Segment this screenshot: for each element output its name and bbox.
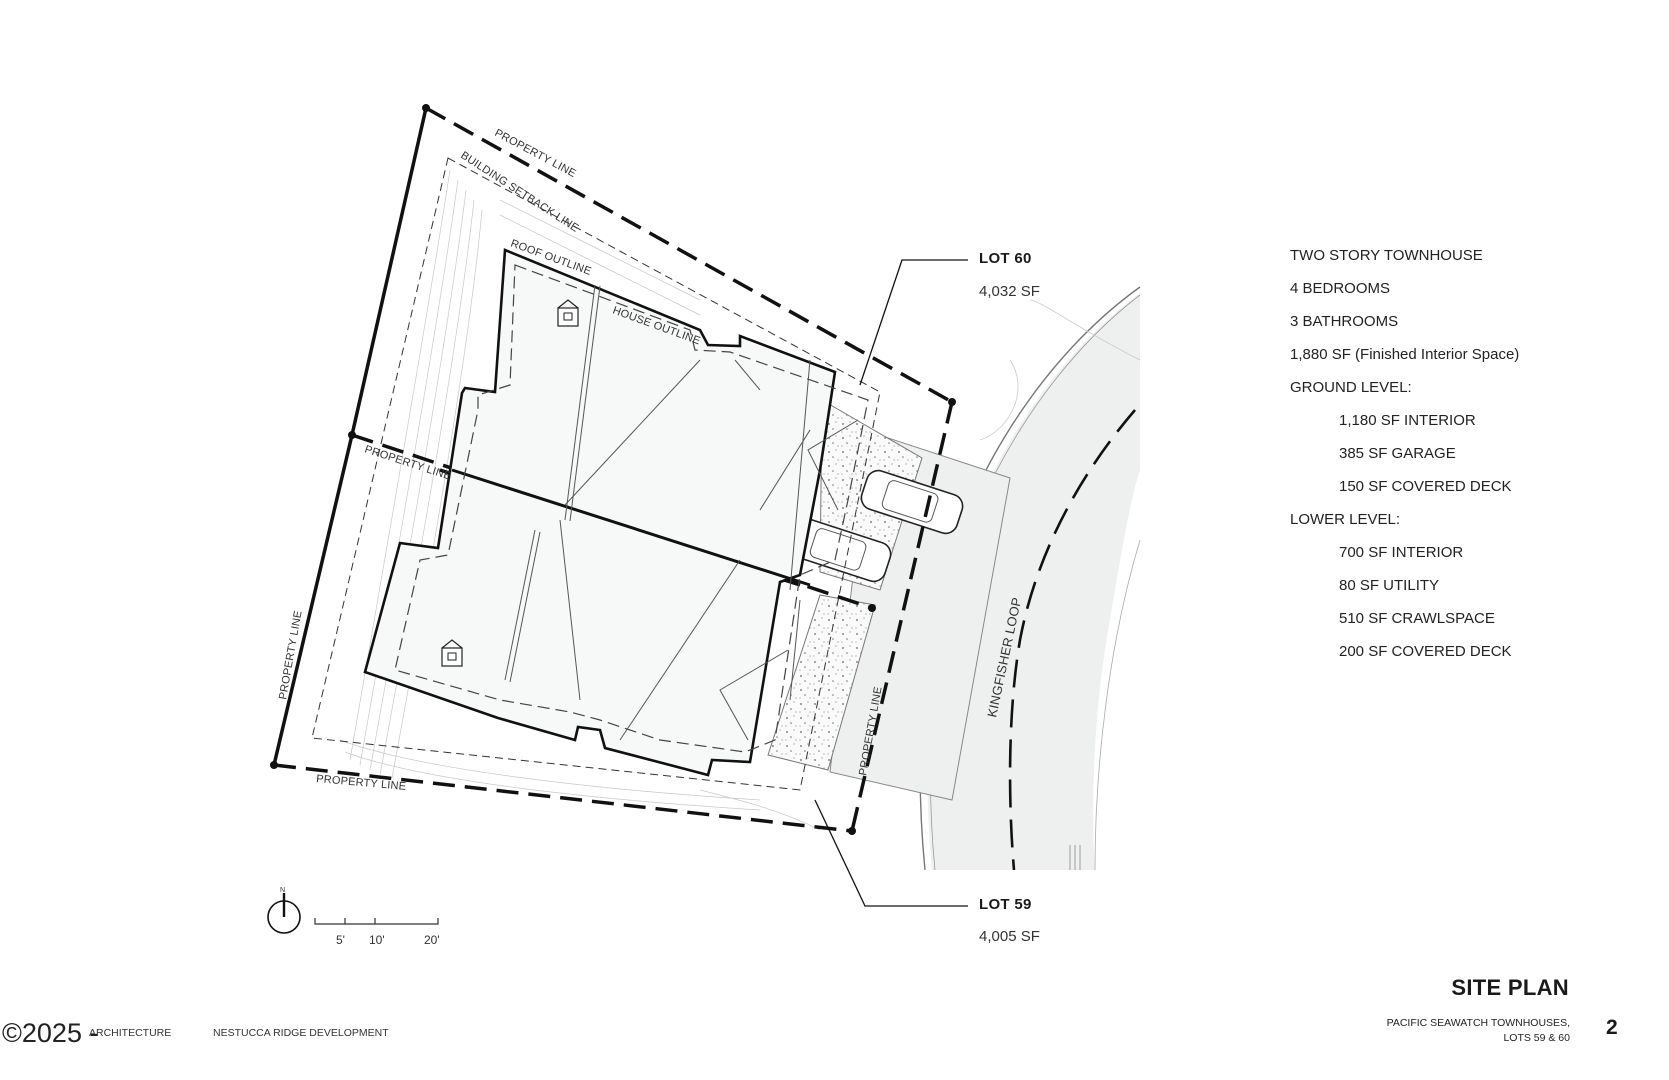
info-item: TWO STORY TOWNHOUSE	[1290, 247, 1483, 264]
street-centerline	[1008, 409, 1136, 871]
info-item: 510 SF CRAWLSPACE	[1339, 610, 1495, 627]
page-number: 2	[1606, 1016, 1618, 1039]
info-item: 3 BATHROOMS	[1290, 313, 1399, 330]
property-line-north	[425, 106, 953, 404]
roof-vent-south	[441, 639, 463, 667]
lot60-leader	[859, 259, 968, 386]
copyright-watermark: ©2025 -	[2, 1018, 99, 1048]
parked-car-1	[860, 469, 964, 535]
info-item: 700 SF INTERIOR	[1339, 544, 1464, 561]
house-outline	[363, 248, 837, 777]
sheet-subtitle: PACIFIC SEAWATCH TOWNHOUSES, LOTS 59 & 6…	[1387, 1016, 1570, 1046]
scale-label-20: 20'	[424, 933, 440, 947]
info-item: LOWER LEVEL:	[1290, 511, 1401, 528]
footer-developer: NESTUCCA RIDGE DEVELOPMENT	[213, 1027, 389, 1039]
street-edge-inner	[1094, 539, 1141, 871]
info-item: 80 SF UTILITY	[1339, 577, 1440, 594]
info-item: 150 SF COVERED DECK	[1339, 478, 1512, 495]
scale-label-5: 5'	[336, 933, 345, 947]
lot59-area: 4,005 SF	[979, 928, 1040, 945]
info-item: 200 SF COVERED DECK	[1339, 643, 1512, 660]
project-info-list: TWO STORY TOWNHOUSE 4 BEDROOMS 3 BATHROO…	[1290, 246, 1519, 675]
label-property-line-south: PROPERTY LINE	[316, 773, 407, 793]
roof-lines	[504, 284, 859, 741]
info-item: GROUND LEVEL:	[1290, 379, 1412, 396]
svg-text:N: N	[280, 887, 285, 894]
footer-architect: ARCHITECTURE	[89, 1027, 172, 1039]
roof-vent-north	[557, 299, 579, 327]
info-item: 385 SF GARAGE	[1339, 445, 1456, 462]
lot59-label: LOT 59	[979, 896, 1032, 913]
info-item: 1,180 SF INTERIOR	[1339, 412, 1476, 429]
scale-label-10: 10'	[369, 933, 385, 947]
unit-divider-wall	[451, 468, 811, 587]
lot59-leader	[814, 799, 968, 907]
street-pavement	[927, 293, 1140, 870]
roof-outline	[394, 264, 869, 753]
label-property-line-north: PROPERTY LINE	[493, 127, 578, 180]
property-line-south	[273, 763, 853, 833]
info-item: 4 BEDROOMS	[1290, 280, 1391, 297]
property-line-west-lower	[272, 434, 354, 766]
sheet-title: SITE PLAN	[1451, 975, 1569, 1000]
info-item: 1,880 SF (Finished Interior Space)	[1290, 346, 1520, 363]
lot60-area: 4,032 SF	[979, 283, 1040, 300]
sheet-subtitle-line2: LOTS 59 & 60	[1503, 1032, 1570, 1044]
property-line-west-upper	[350, 107, 428, 436]
property-corners	[270, 104, 956, 835]
house-footprint	[363, 248, 837, 777]
scale-bar: 5' 10' 20'	[314, 918, 440, 947]
north-arrow-icon: N	[267, 887, 301, 934]
parked-car-2	[788, 517, 892, 583]
building-setback-line	[311, 157, 881, 791]
lot60-label: LOT 60	[979, 250, 1032, 267]
sheet-subtitle-line1: PACIFIC SEAWATCH TOWNHOUSES,	[1386, 1017, 1570, 1029]
property-line-east	[850, 401, 954, 832]
